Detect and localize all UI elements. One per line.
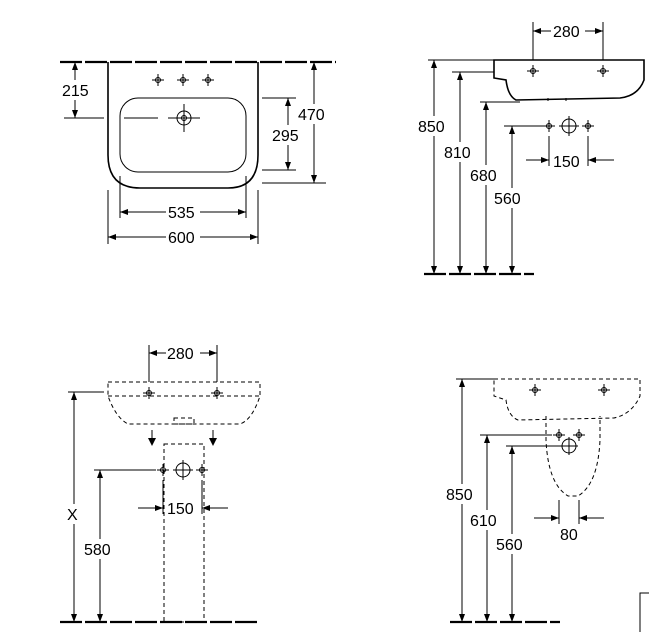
supply-outlet-icon	[552, 428, 566, 442]
dim-projection-label: 215	[62, 83, 89, 100]
dim-height-waste-label: 560	[494, 191, 521, 208]
dim-height-supply-label: 610	[470, 513, 497, 530]
dim-tap-spacing-label: 280	[553, 24, 580, 41]
basin-profile	[493, 59, 645, 101]
tap-hole-icon	[201, 73, 215, 87]
top-view: 215 470 295 535 600	[60, 60, 336, 247]
basin-bowl	[119, 97, 247, 173]
dim-depth-inner-label: 295	[272, 128, 299, 145]
dim-width-inner-label: 535	[168, 205, 195, 222]
supply-outlet-icon	[156, 463, 170, 477]
side-view-semi-pedestal: 850 610 560 80	[446, 378, 641, 624]
tap-hole-icon	[210, 386, 224, 400]
side-view-wall: 280 850 810 680 560	[418, 21, 645, 276]
dim-supply-spacing-label: 150	[167, 501, 194, 518]
tap-hole-icon	[528, 383, 542, 397]
dim-height-variable-label: X	[67, 507, 78, 524]
tap-hole-icon	[151, 73, 165, 87]
supply-outlet-icon	[195, 463, 209, 477]
arrow-down-icon	[209, 438, 217, 446]
basin-dashed-outline	[107, 381, 261, 425]
dim-height-underside-label: 810	[444, 145, 471, 162]
title-block-edge	[639, 592, 649, 632]
dim-trap-width-label: 80	[560, 527, 578, 544]
arrow-down-icon	[148, 438, 156, 446]
dim-tap-spacing-label: 280	[167, 346, 194, 363]
dim-depth-total-label: 470	[298, 107, 325, 124]
basin-outline	[107, 62, 259, 189]
tap-hole-icon	[142, 386, 156, 400]
dim-height-supply-label: 680	[470, 168, 497, 185]
dim-height-rim-label: 850	[418, 119, 445, 136]
tap-hole-icon	[176, 73, 190, 87]
dim-height-supply-label: 580	[84, 542, 111, 559]
dim-height-waste-label: 560	[496, 537, 523, 554]
supply-outlet-icon	[581, 119, 595, 133]
dim-supply-spacing-label: 150	[553, 154, 580, 171]
dim-height-rim-label: 850	[446, 487, 473, 504]
tap-hole-icon	[526, 64, 540, 78]
supply-outlet-icon	[542, 119, 556, 133]
pedestal-dashed-outline	[163, 443, 205, 623]
basin-dashed-outline	[493, 378, 641, 421]
dim-width-total-label: 600	[168, 230, 195, 247]
front-view-pedestal: 280 X 580 150	[60, 343, 261, 624]
supply-outlet-icon	[572, 428, 586, 442]
semi-pedestal-dashed-outline	[545, 416, 601, 497]
tap-hole-icon	[596, 64, 610, 78]
tap-hole-icon	[597, 383, 611, 397]
